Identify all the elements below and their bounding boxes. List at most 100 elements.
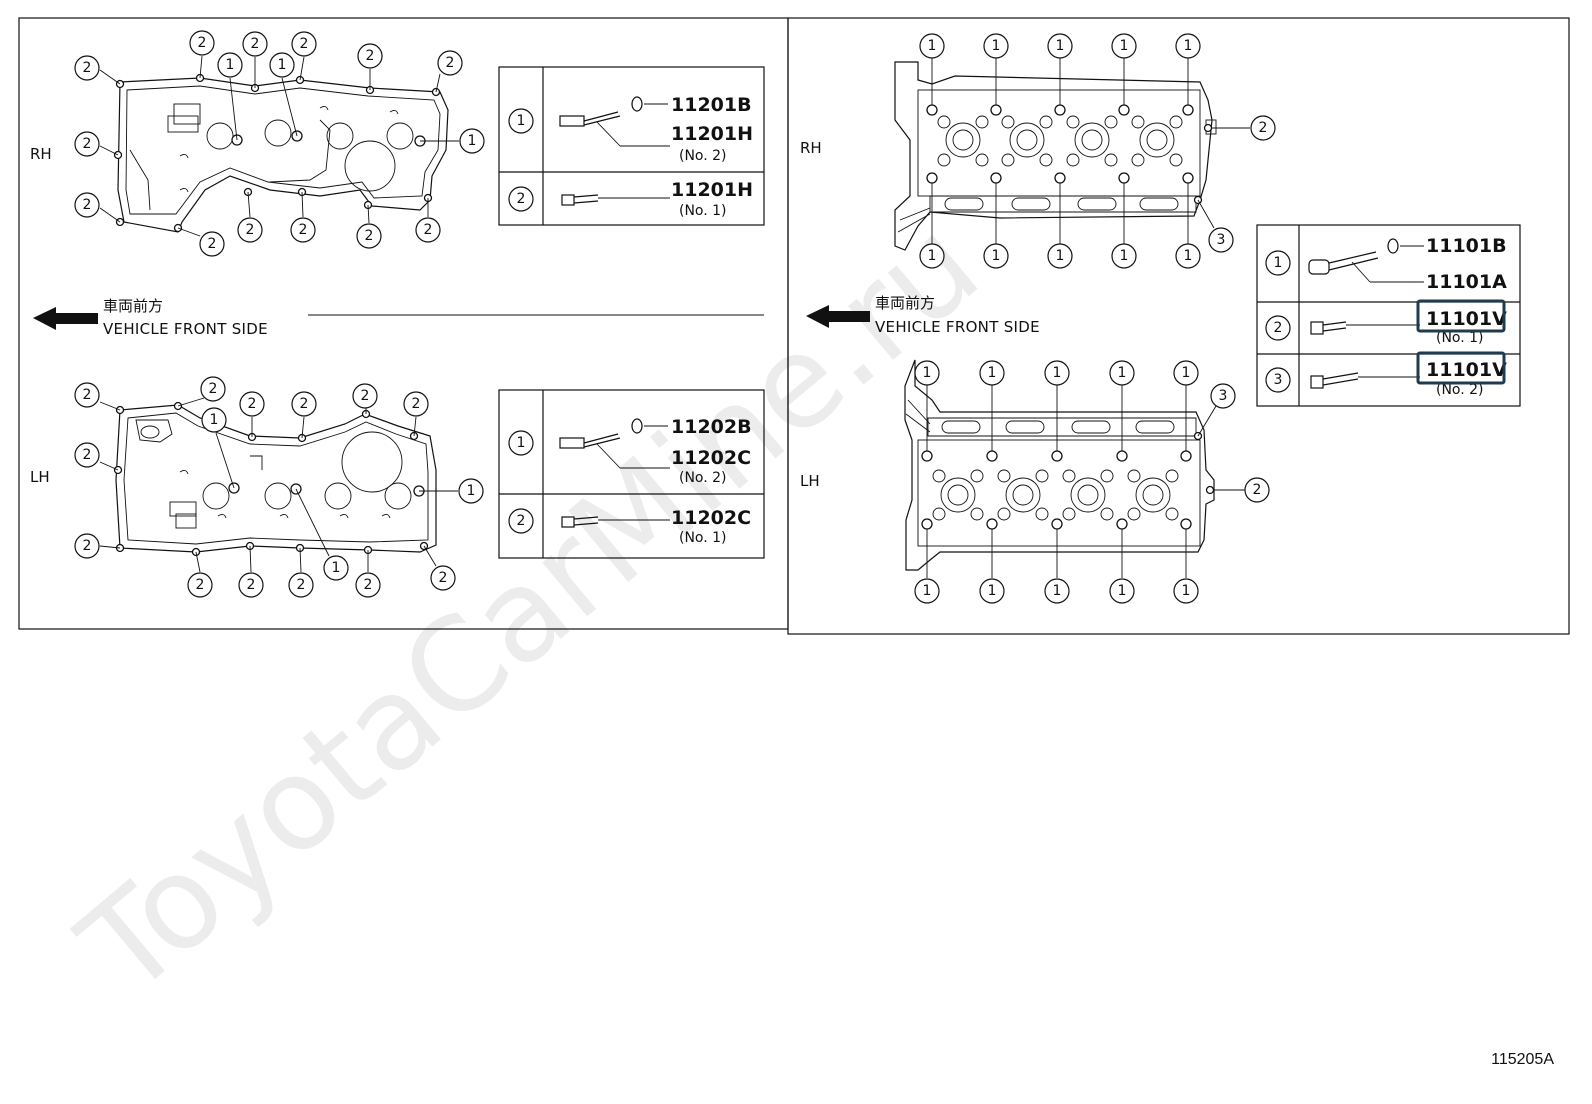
callout-1: 1	[919, 33, 945, 59]
svg-text:1: 1	[278, 57, 287, 73]
part-number: 11201H	[671, 123, 753, 145]
callout-2: 2	[1250, 115, 1276, 141]
bolt-type-note: (No. 2)	[679, 470, 727, 486]
svg-text:1: 1	[517, 113, 526, 129]
svg-text:1: 1	[1056, 38, 1065, 54]
head-bolt-with-washer-icon	[1308, 238, 1424, 283]
svg-text:VEHICLE FRONT SIDE: VEHICLE FRONT SIDE	[875, 318, 1040, 336]
arrow-left-icon	[806, 305, 870, 328]
svg-text:3: 3	[1274, 372, 1283, 388]
rh-side-label-head: RH	[800, 139, 822, 157]
bolt-hole	[1051, 450, 1063, 462]
svg-text:1: 1	[1184, 248, 1193, 264]
svg-text:1: 1	[1053, 583, 1062, 599]
callout-1: 1	[914, 360, 940, 386]
svg-text:2: 2	[424, 222, 433, 238]
table-key-1: 1	[1265, 250, 1291, 276]
bolt-hole	[926, 172, 938, 184]
bolt-icon	[561, 194, 670, 206]
rh-cover-bolt-table: 1 2 11201B 11201H (No. 2) 11201H (No. 1)	[498, 66, 765, 226]
svg-text:2: 2	[361, 388, 370, 404]
svg-text:1: 1	[1274, 255, 1283, 271]
callout-1: 1	[983, 33, 1009, 59]
callout-1: 1	[979, 360, 1005, 386]
callout-1: 1	[983, 243, 1009, 269]
callout-2: 2	[74, 192, 100, 218]
svg-text:2: 2	[365, 228, 374, 244]
rh-head-callouts: 1 1 1 1 1 1 1 1 1 1 2 3	[919, 33, 1276, 269]
rh-side-label-cover: RH	[30, 145, 52, 163]
bolt-icon	[1310, 321, 1420, 335]
callout-1: 1	[1173, 578, 1199, 604]
callout-2: 2	[1244, 477, 1270, 503]
table-key-2: 2	[508, 508, 534, 534]
svg-text:2: 2	[300, 396, 309, 412]
svg-text:1: 1	[988, 583, 997, 599]
bolt-hole	[1180, 518, 1192, 530]
callout-2: 2	[357, 43, 383, 69]
callout-1: 1	[269, 52, 295, 78]
svg-text:1: 1	[210, 412, 219, 428]
bolt-hole	[1182, 104, 1194, 116]
lh-cover-bolt-table: 1 2 11202B 11202C (No. 2) 11202C (No. 1)	[498, 389, 765, 559]
rh-head-bolt-holes	[926, 104, 1213, 205]
svg-text:2: 2	[300, 36, 309, 52]
callout-2: 2	[74, 442, 100, 468]
combustion-chambers	[937, 115, 1183, 167]
table-key-2: 2	[1265, 315, 1291, 341]
callout-1: 1	[217, 52, 243, 78]
callout-2: 2	[430, 565, 456, 591]
callout-2: 2	[291, 391, 317, 417]
callout-1: 1	[1175, 243, 1201, 269]
bolt-hole	[921, 518, 933, 530]
lh-cylinder-head-drawing	[904, 359, 1215, 571]
callout-1: 1	[458, 478, 484, 504]
rh-head-leaders	[931, 58, 1250, 244]
callout-2: 2	[187, 572, 213, 598]
lh-head-bolt-holes	[921, 431, 1215, 530]
combustion-chambers	[932, 469, 1179, 521]
svg-text:2: 2	[83, 447, 92, 463]
bolt-hole	[986, 450, 998, 462]
callout-1: 1	[914, 578, 940, 604]
part-number: 11202C	[671, 447, 751, 469]
svg-text:2: 2	[83, 538, 92, 554]
svg-text:3: 3	[1217, 232, 1226, 248]
svg-text:1: 1	[928, 38, 937, 54]
bolt-hole	[1118, 172, 1130, 184]
bolt-type-note: (No. 1)	[679, 530, 727, 546]
bolt-type-note: (No. 1)	[679, 203, 727, 219]
svg-text:1: 1	[992, 38, 1001, 54]
callout-2: 2	[352, 383, 378, 409]
callout-1: 1	[1047, 243, 1073, 269]
bolt-hole	[1118, 104, 1130, 116]
callout-1: 1	[201, 407, 227, 433]
callout-3: 3	[1208, 227, 1234, 253]
table-key-1: 1	[508, 430, 534, 456]
svg-text:1: 1	[467, 483, 476, 499]
callout-1: 1	[1111, 33, 1137, 59]
bolt-hole	[1051, 518, 1063, 530]
callout-2: 2	[356, 223, 382, 249]
svg-text:車両前方: 車両前方	[875, 294, 935, 312]
bolt-hole	[986, 518, 998, 530]
svg-text:2: 2	[297, 577, 306, 593]
callout-2: 2	[288, 572, 314, 598]
svg-text:2: 2	[299, 222, 308, 238]
svg-text:1: 1	[1182, 365, 1191, 381]
bolt-with-washer-icon	[559, 96, 670, 147]
callout-1: 1	[919, 243, 945, 269]
svg-text:2: 2	[208, 236, 217, 252]
callout-2: 2	[74, 55, 100, 81]
head-panel-frame	[787, 17, 1570, 635]
bolt-hole	[1203, 123, 1213, 133]
svg-text:1: 1	[332, 560, 341, 576]
svg-text:1: 1	[988, 365, 997, 381]
callout-2: 2	[237, 217, 263, 243]
bolt-hole	[926, 104, 938, 116]
table-key-1: 1	[508, 108, 534, 134]
callout-2: 2	[74, 382, 100, 408]
svg-text:2: 2	[364, 577, 373, 593]
callout-2: 2	[355, 572, 381, 598]
bolt-hole	[1205, 485, 1215, 495]
